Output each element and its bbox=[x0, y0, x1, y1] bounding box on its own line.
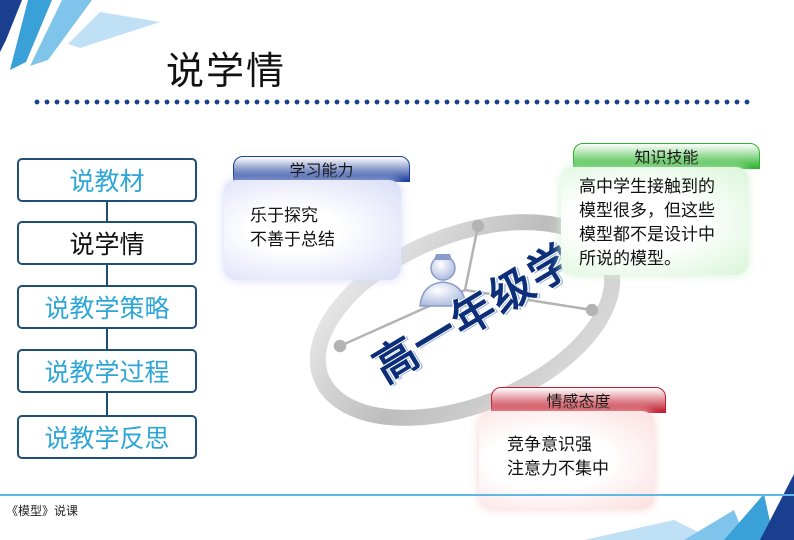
nav-item-label: 说教学反思 bbox=[44, 424, 170, 453]
nav-item-process[interactable]: 说教学过程 bbox=[17, 349, 197, 393]
footer-divider bbox=[0, 494, 794, 496]
ability-tab-label: 学习能力 bbox=[289, 161, 354, 180]
emotion-tab: 情感态度 bbox=[491, 387, 666, 413]
knowledge-line-1: 高中学生接触到的 bbox=[579, 177, 715, 197]
emotion-tab-label: 情感态度 bbox=[546, 392, 611, 411]
ability-card: 乐于探究 不善于总结 bbox=[224, 180, 401, 280]
nav-item-label: 说教学策略 bbox=[44, 294, 170, 323]
decorative-stripes-top bbox=[0, 0, 160, 70]
nav-item-reflection[interactable]: 说教学反思 bbox=[17, 415, 197, 459]
emotion-line-2: 注意力不集中 bbox=[507, 459, 609, 479]
nav-item-label: 说学情 bbox=[69, 230, 145, 259]
nav-item-students[interactable]: 说学情 bbox=[17, 221, 197, 265]
knowledge-line-3: 模型都不是设计中 bbox=[579, 225, 715, 245]
emotion-line-1: 竞争意识强 bbox=[507, 435, 592, 455]
knowledge-tab: 知识技能 bbox=[573, 143, 760, 169]
knowledge-card: 高中学生接触到的 模型很多，但这些 模型都不是设计中 所说的模型。 bbox=[561, 167, 748, 275]
decorative-stripes-bottom bbox=[584, 474, 794, 540]
footer-text: 《模型》说课 bbox=[6, 504, 79, 518]
nav-item-strategy[interactable]: 说教学策略 bbox=[17, 285, 197, 329]
ability-line-1: 乐于探究 bbox=[250, 206, 318, 226]
nav-item-label: 说教材 bbox=[69, 167, 145, 196]
student-icon bbox=[419, 254, 467, 307]
nav-item-label: 说教学过程 bbox=[44, 358, 170, 387]
emotion-card: 竞争意识强 注意力不集中 bbox=[479, 411, 654, 509]
nav-item-textbook[interactable]: 说教材 bbox=[17, 158, 197, 202]
title-divider bbox=[32, 98, 754, 106]
ability-line-2: 不善于总结 bbox=[250, 230, 335, 250]
page-title: 说学情 bbox=[166, 49, 287, 93]
knowledge-tab-label: 知识技能 bbox=[634, 148, 699, 167]
ability-tab: 学习能力 bbox=[233, 156, 410, 182]
knowledge-line-2: 模型很多，但这些 bbox=[579, 201, 715, 221]
knowledge-line-4: 所说的模型。 bbox=[579, 249, 681, 269]
